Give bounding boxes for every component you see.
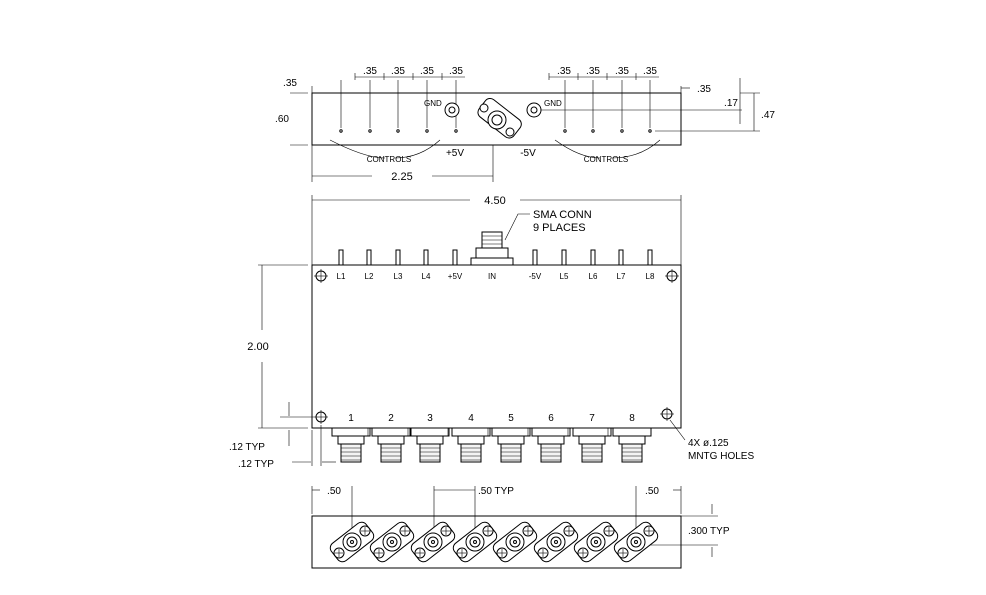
top-gnd-offset-dim: .17 — [724, 98, 738, 109]
pin-label: L8 — [646, 272, 655, 281]
top-height-dim: .60 — [275, 114, 289, 125]
sma-connector-icon — [329, 521, 375, 563]
top-pitch-dim-6: .35 — [586, 66, 600, 77]
sma-callout-line2: 9 PLACES — [533, 222, 586, 234]
output-number: 3 — [427, 413, 433, 424]
controls-label-right: CONTROLS — [584, 155, 628, 164]
sma-connector-icon — [533, 521, 579, 563]
bottom-conn-height-dim: .300 TYP — [688, 526, 730, 537]
sma-connector-icon — [371, 427, 411, 463]
gnd-label-right: GND — [544, 99, 562, 108]
pin-hole — [648, 129, 652, 133]
control-pin — [532, 249, 538, 266]
sma-connector-icon — [410, 521, 456, 563]
control-pin — [590, 249, 596, 266]
top-right-edge-dim: .35 — [697, 84, 711, 95]
sma-connector-icon — [573, 521, 619, 563]
pin-hole — [591, 129, 595, 133]
control-pin — [366, 249, 372, 266]
mounting-hole-icon — [314, 269, 328, 283]
bottom-view: .50 .50 TYP .50 .300 TYP — [311, 486, 730, 569]
pin-label: -5V — [529, 272, 542, 281]
output-number: 4 — [468, 413, 474, 424]
top-pitch-dim-2: .35 — [391, 66, 405, 77]
output-number: 2 — [388, 413, 394, 424]
pin-hole — [454, 129, 458, 133]
control-pin — [647, 249, 653, 266]
front-height-dim: 2.00 — [247, 341, 268, 353]
gnd-label-left: GND — [424, 99, 442, 108]
sma-connector-icon — [452, 521, 498, 563]
output-number: 5 — [508, 413, 514, 424]
holes-callout-line1: 4X ø.125 — [688, 438, 729, 449]
sma-connector-icon — [369, 521, 415, 563]
front-view-body — [311, 264, 682, 429]
output-number: 6 — [548, 413, 554, 424]
top-pitch-dim-1: .35 — [363, 66, 377, 77]
pin-label: L3 — [394, 272, 403, 281]
output-number: 7 — [589, 413, 595, 424]
hole-offset-v-dim: .12 TYP — [229, 442, 265, 453]
top-view: .35 .60 .35 .35 .35 .35 .35 .35 .35 .35 … — [275, 66, 775, 183]
front-width-dim: 4.50 — [484, 195, 505, 207]
pin-hole — [368, 129, 372, 133]
pin-hole — [396, 129, 400, 133]
pin-hole — [339, 129, 343, 133]
screw-icon — [526, 102, 542, 118]
mounting-hole-icon — [314, 410, 328, 424]
top-pitch-dim-5: .35 — [557, 66, 571, 77]
top-ctrl-offset-dim: .47 — [761, 110, 775, 121]
neg-5v-label: -5V — [520, 148, 536, 159]
sma-connector-icon — [470, 231, 514, 266]
sma-connector-icon — [612, 427, 652, 463]
top-pitch-dim-8: .35 — [643, 66, 657, 77]
sma-connector-icon — [410, 427, 450, 463]
control-pin — [452, 249, 458, 266]
sma-connector-icon — [492, 521, 538, 563]
top-pitch-dim-3: .35 — [420, 66, 434, 77]
pin-label: IN — [488, 272, 496, 281]
control-pin — [618, 249, 624, 266]
sma-connector-icon — [531, 427, 571, 463]
mounting-hole-icon — [660, 407, 674, 421]
output-number: 1 — [348, 413, 354, 424]
top-pitch-dim-7: .35 — [615, 66, 629, 77]
control-pin — [395, 249, 401, 266]
pin-label: L2 — [365, 272, 374, 281]
sma-connector-icon — [451, 427, 491, 463]
pin-hole — [620, 129, 624, 133]
pos-5v-label: +5V — [446, 148, 464, 159]
output-number: 8 — [629, 413, 635, 424]
screw-icon — [444, 102, 460, 118]
bottom-left-dim: .50 — [327, 486, 341, 497]
bottom-pitch-dim: .50 TYP — [478, 486, 514, 497]
sma-connector-icon — [331, 427, 371, 463]
pin-label: L5 — [560, 272, 569, 281]
pin-label: L7 — [617, 272, 626, 281]
control-pin — [423, 249, 429, 266]
hole-offset-h-dim: .12 TYP — [238, 459, 274, 470]
pin-hole — [425, 129, 429, 133]
pin-label: +5V — [448, 272, 463, 281]
top-half-width-dim: 2.25 — [391, 171, 412, 183]
controls-label-left: CONTROLS — [367, 155, 411, 164]
holes-callout-line2: MNTG HOLES — [688, 451, 754, 462]
top-pitch-dim-4: .35 — [449, 66, 463, 77]
sma-connector-icon — [491, 427, 531, 463]
control-pin — [561, 249, 567, 266]
pin-hole — [563, 129, 567, 133]
mounting-hole-icon — [665, 269, 679, 283]
bottom-right-dim: .50 — [645, 486, 659, 497]
top-left-pitch-dim: .35 — [283, 78, 297, 89]
pin-label: L6 — [589, 272, 598, 281]
front-view: 4.50 SMA CONN 9 PLACES L1 L2 L3 L4 +5V IN -5V L… — [229, 195, 754, 470]
sma-callout-line1: SMA CONN — [533, 209, 592, 221]
sma-connector-icon — [572, 427, 612, 463]
control-pin — [338, 249, 344, 266]
pin-label: L1 — [337, 272, 346, 281]
sma-connector-icon — [613, 521, 659, 563]
sma-connector-icon — [477, 97, 522, 139]
pin-label: L4 — [422, 272, 431, 281]
